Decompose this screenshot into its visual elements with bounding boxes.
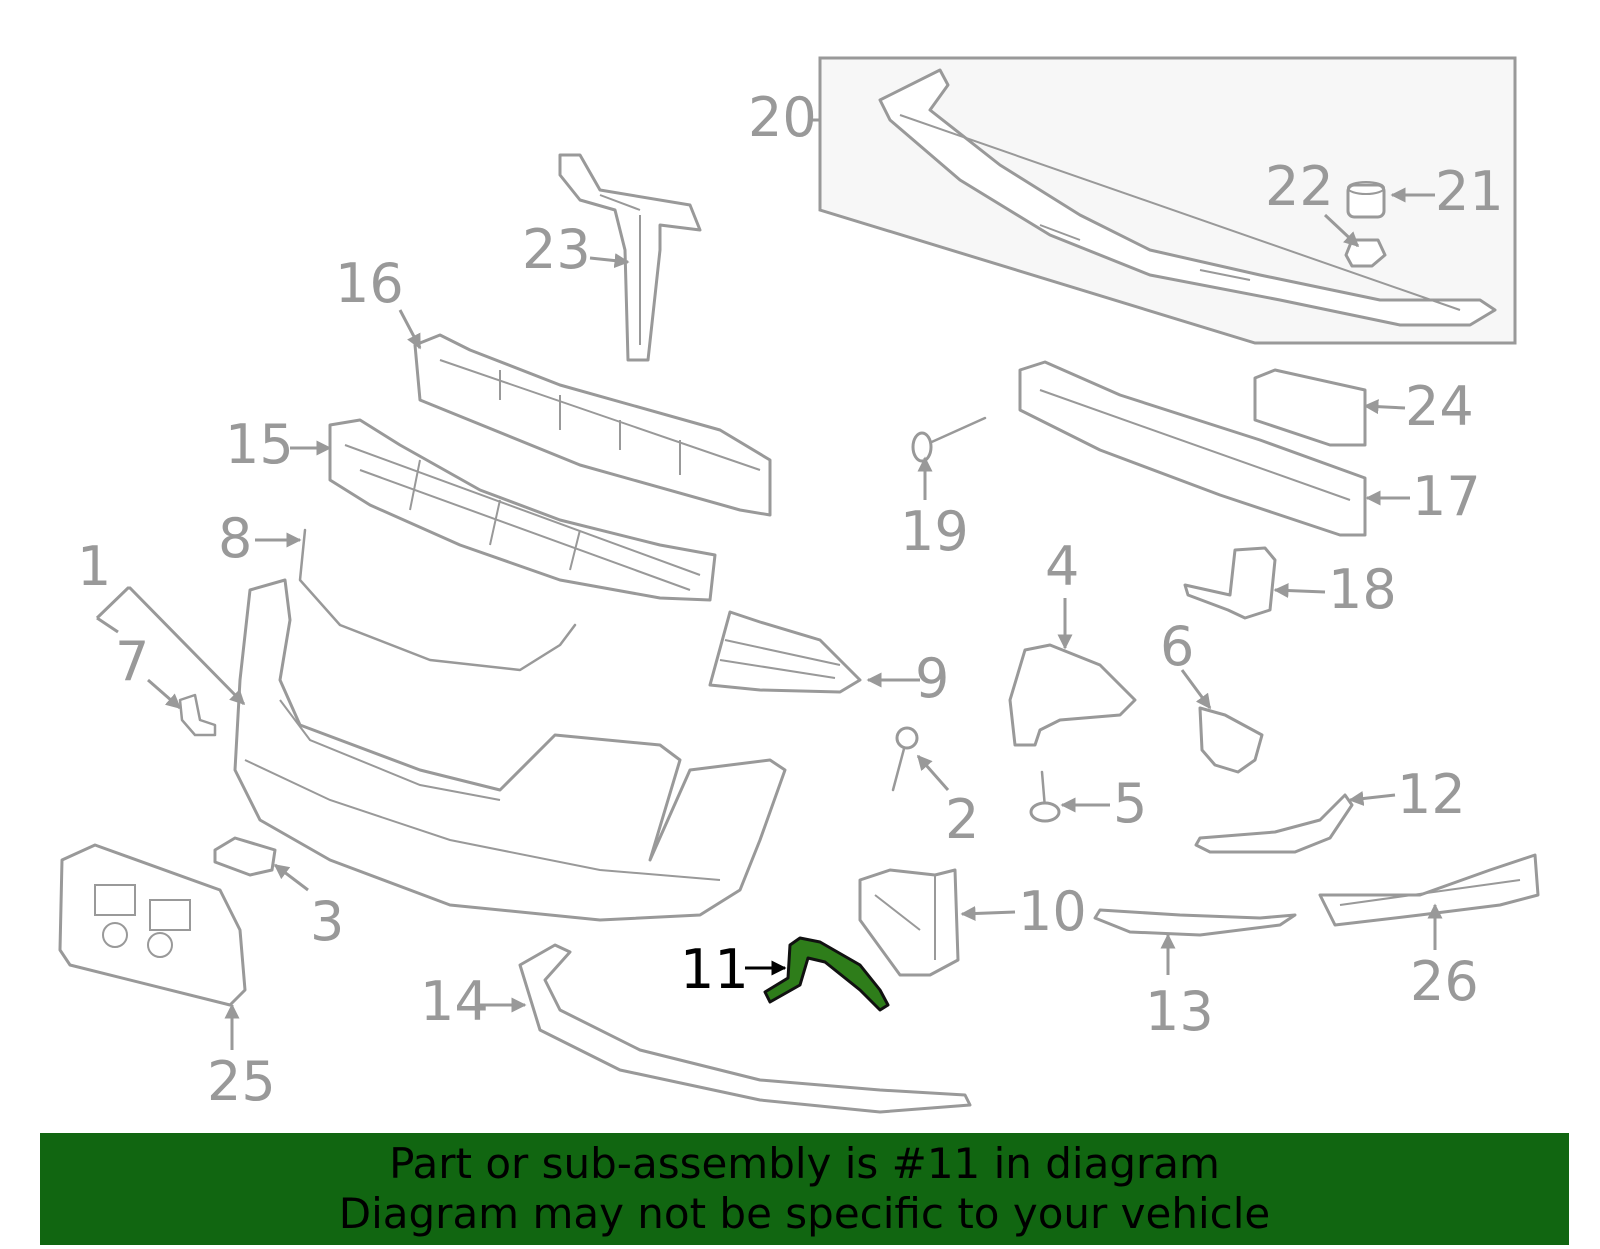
callout-16: 16 (335, 252, 404, 315)
banner-line-2: Diagram may not be specific to your vehi… (338, 1189, 1271, 1238)
callout-20: 20 (748, 86, 817, 149)
part-1-bumper-cover (233, 578, 787, 922)
callout-10: 10 (1018, 880, 1087, 943)
callout-13: 13 (1145, 980, 1214, 1043)
callout-14: 14 (420, 970, 489, 1033)
part-5-bolt (1029, 770, 1061, 823)
callout-23: 23 (522, 218, 591, 281)
part-12-trim (1194, 793, 1354, 854)
callout-1: 1 (77, 535, 111, 598)
part-23-center-bracket (558, 153, 702, 362)
callout-5: 5 (1113, 772, 1147, 835)
callout-9: 9 (915, 647, 949, 710)
leader-lines (95, 118, 1443, 1050)
part-21-bushing (1346, 181, 1386, 219)
part-26-trim-panel (1318, 853, 1540, 927)
callout-17: 17 (1412, 465, 1481, 528)
callout-4: 4 (1045, 535, 1079, 598)
callout-6: 6 (1160, 615, 1194, 678)
callout-15: 15 (225, 413, 294, 476)
part-13-trim (1093, 908, 1297, 937)
part-10-housing (858, 868, 960, 977)
callout-19: 19 (900, 500, 969, 563)
banner-line-1: Part or sub-assembly is #11 in diagram (389, 1139, 1220, 1188)
part-7-bracket (178, 693, 217, 737)
part-6-bracket (1198, 706, 1264, 774)
callout-2: 2 (945, 788, 979, 851)
part-24-absorber (1253, 368, 1367, 447)
part-9-bezel (708, 610, 862, 694)
part-8-molding (298, 528, 577, 672)
callout-26: 26 (1410, 950, 1479, 1013)
part-15-grille (328, 418, 717, 602)
info-banner: Part or sub-assembly is #11 in diagram D… (40, 1133, 1569, 1245)
part-4-bracket (1008, 643, 1137, 747)
part-14-deflector (518, 943, 972, 1114)
callout-22: 22 (1265, 155, 1334, 218)
callout-24: 24 (1405, 375, 1474, 438)
callout-11: 11 (680, 938, 749, 1001)
callout-8: 8 (218, 507, 252, 570)
callout-12: 12 (1397, 763, 1466, 826)
callout-labels: 20 21 22 23 16 15 24 19 17 18 8 1 4 6 7 … (77, 86, 1504, 1113)
part-18-bracket (1183, 546, 1277, 620)
callout-3: 3 (310, 890, 344, 953)
callout-25: 25 (207, 1050, 276, 1113)
part-19-bolt (911, 416, 987, 463)
part-2-bolt (891, 726, 919, 792)
part-25-license-bracket (58, 843, 247, 1007)
callout-7: 7 (115, 630, 149, 693)
part-16-upper-absorber (413, 333, 772, 517)
parts-diagram: 20 21 22 23 16 15 24 19 17 18 8 1 4 6 7 … (58, 56, 1540, 1114)
callout-21: 21 (1435, 160, 1504, 223)
callout-18: 18 (1328, 558, 1397, 621)
part-3-clip (213, 836, 277, 877)
part-11-bracket-highlight (763, 936, 890, 1012)
part-17-impact-bar (1018, 360, 1367, 537)
part-20-radiator-support (818, 56, 1517, 345)
